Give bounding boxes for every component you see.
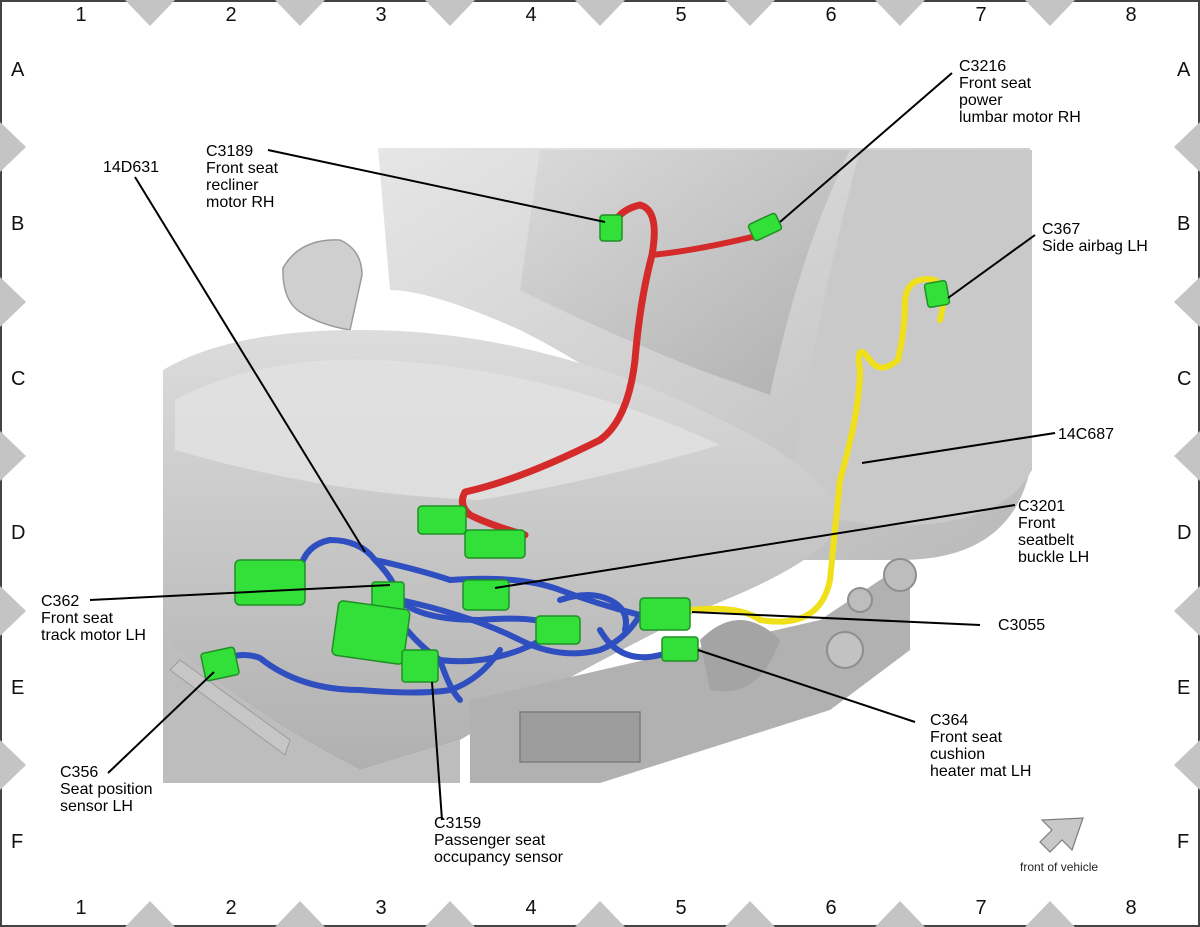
grid-row-c-left: C — [11, 368, 26, 390]
callout-c356-line-2: sensor LH — [60, 798, 133, 815]
grid-row-d-left: D — [11, 522, 26, 544]
callout-c3159: C3159 Passenger seat occupancy sensor — [434, 815, 563, 866]
grid-col-1-top: 1 — [75, 4, 87, 26]
callout-c3216-id: C3216 — [959, 58, 1007, 75]
connector-mid — [535, 615, 581, 645]
callout-14c687: 14C687 — [1058, 426, 1114, 443]
grid-col-6-top: 6 — [825, 4, 837, 26]
callout-c3216-line-3: lumbar motor RH — [959, 109, 1081, 126]
connector-c364 — [661, 636, 699, 662]
callout-c3189-line-3: motor RH — [206, 194, 275, 211]
grid-markers-left — [0, 122, 26, 790]
grid-markers-bottom — [125, 901, 1075, 927]
callout-14d631: 14D631 — [103, 159, 159, 176]
grid-col-1-bottom: 1 — [75, 897, 87, 919]
seat-illustration — [163, 143, 1033, 783]
callout-c362-id: C362 — [41, 593, 80, 610]
grid-row-f-right: F — [1177, 831, 1190, 853]
callout-c356-id: C356 — [60, 764, 99, 781]
grid-markers-right — [1174, 122, 1200, 790]
callout-c364-id: C364 — [930, 712, 969, 729]
callout-c3216-line-1: Front seat — [959, 75, 1032, 92]
callout-c3201-line-2: seatbelt — [1018, 532, 1075, 549]
grid-col-4-top: 4 — [525, 4, 537, 26]
callout-c364: C364 Front seat cushion heater mat LH — [930, 712, 1031, 780]
connector-red-1 — [417, 505, 467, 535]
connector-c3189 — [599, 214, 623, 242]
callout-c362-line-2: track motor LH — [41, 627, 146, 644]
grid-col-3-top: 3 — [375, 4, 387, 26]
callout-c3201-line-1: Front — [1018, 515, 1056, 532]
callout-c367: C367 Side airbag LH — [1042, 221, 1148, 255]
grid-col-6-bottom: 6 — [825, 897, 837, 919]
callout-c356-line-1: Seat position — [60, 781, 153, 798]
seat-back-panel — [520, 150, 850, 395]
callout-c3159-line-1: Passenger seat — [434, 832, 546, 849]
callout-c3189-line-2: recliner — [206, 177, 259, 194]
callout-c364-line-2: cushion — [930, 746, 986, 763]
connector-blue-large — [234, 559, 306, 606]
grid-col-5-top: 5 — [675, 4, 687, 26]
callout-c3201: C3201 Front seatbelt buckle LH — [1018, 498, 1089, 566]
callout-c3159-id: C3159 — [434, 815, 482, 832]
grid-col-2-top: 2 — [225, 4, 237, 26]
callout-c3055: C3055 — [998, 617, 1045, 634]
callout-c367-id: C367 — [1042, 221, 1081, 238]
seat-cushion-front — [163, 640, 460, 783]
callout-14c687-id: 14C687 — [1058, 426, 1115, 443]
connector-c3055 — [639, 597, 691, 631]
grid-markers-top — [125, 0, 1075, 26]
grid-row-e-right: E — [1177, 677, 1191, 699]
callout-c3201-id: C3201 — [1018, 498, 1066, 515]
grid-col-8-top: 8 — [1125, 4, 1137, 26]
callout-c367-line-1: Side airbag LH — [1042, 238, 1148, 255]
callout-c356: C356 Seat position sensor LH — [60, 764, 153, 815]
grid-col-3-bottom: 3 — [375, 897, 387, 919]
connector-c3201 — [462, 579, 510, 611]
connector-c356 — [200, 646, 240, 682]
callout-14d631-id: 14D631 — [103, 159, 160, 176]
callout-c3055-id: C3055 — [998, 617, 1046, 634]
callout-c3189-line-1: Front seat — [206, 160, 279, 177]
grid-row-a-right: A — [1177, 59, 1191, 81]
callout-c3216: C3216 Front seat power lumbar motor RH — [959, 58, 1081, 126]
connector-c3159 — [401, 649, 439, 683]
callout-c3189: C3189 Front seat recliner motor RH — [206, 143, 278, 211]
grid-col-7-top: 7 — [975, 4, 987, 26]
callout-c3189-id: C3189 — [206, 143, 254, 160]
connector-track-motor — [331, 600, 411, 665]
grid-col-5-bottom: 5 — [675, 897, 687, 919]
callout-c362-line-1: Front seat — [41, 610, 114, 627]
grid-col-8-bottom: 8 — [1125, 897, 1137, 919]
callout-c364-line-3: heater mat LH — [930, 763, 1032, 780]
callout-c364-line-1: Front seat — [930, 729, 1003, 746]
callout-c3159-line-2: occupancy sensor — [434, 849, 563, 866]
grid-row-c-right: C — [1177, 368, 1192, 390]
connector-c3216 — [747, 212, 783, 242]
connector-c367 — [923, 279, 951, 309]
connectors — [200, 212, 951, 683]
grid-row-e-left: E — [11, 677, 25, 699]
front-arrow-icon — [1039, 817, 1084, 853]
grid-row-a-left: A — [11, 59, 25, 81]
grid-col-2-bottom: 2 — [225, 897, 237, 919]
front-of-vehicle-label: front of vehicle — [1020, 860, 1099, 874]
grid-row-d-right: D — [1177, 522, 1192, 544]
connector-red-2 — [464, 529, 526, 559]
leader-lines — [89, 72, 1056, 821]
grid-row-b-left: B — [11, 213, 25, 235]
callout-c3216-line-2: power — [959, 92, 1003, 109]
callout-c362: C362 Front seat track motor LH — [41, 593, 146, 644]
grid-row-f-left: F — [11, 831, 24, 853]
callout-c3201-line-3: buckle LH — [1018, 549, 1090, 566]
seatbelt-buckle — [282, 239, 363, 331]
grid-col-4-bottom: 4 — [525, 897, 537, 919]
grid-col-7-bottom: 7 — [975, 897, 987, 919]
grid-row-b-right: B — [1177, 213, 1191, 235]
